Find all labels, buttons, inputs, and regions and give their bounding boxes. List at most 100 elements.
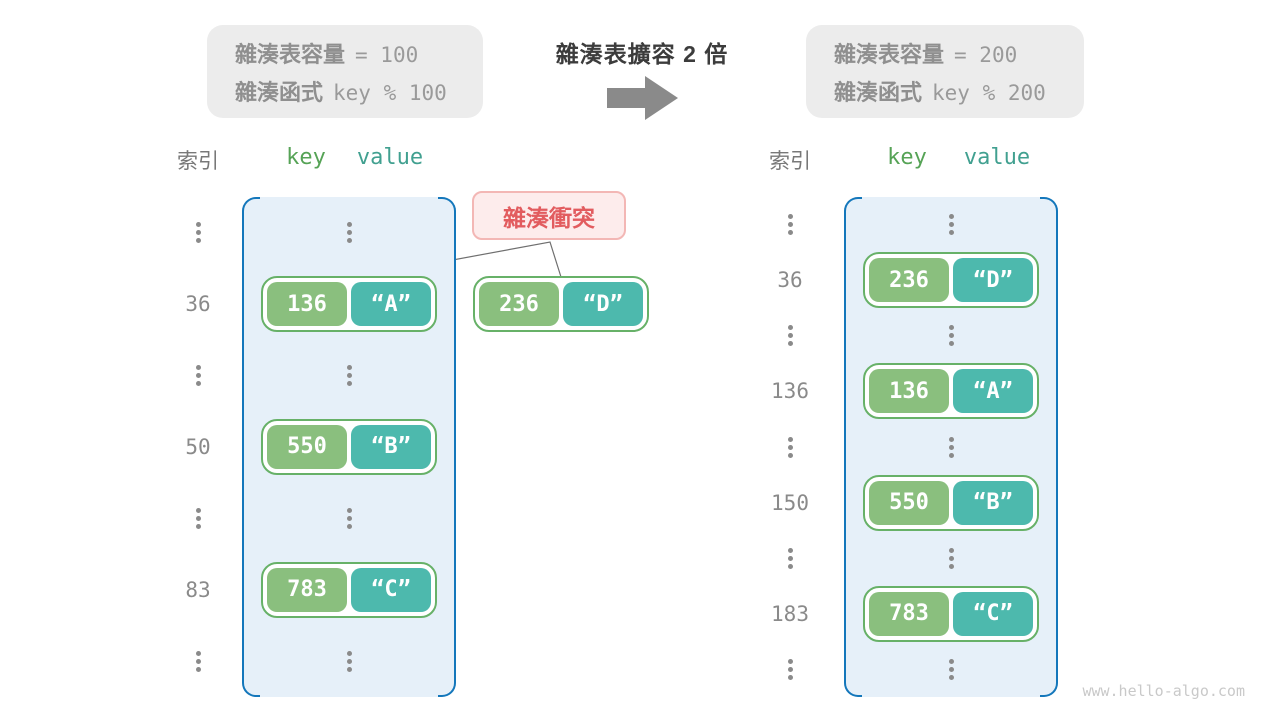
pair-key-cell: 550 <box>267 424 347 469</box>
index-row: 50 <box>160 411 236 482</box>
pair-key-cell: 550 <box>869 480 949 525</box>
ellipsis-icon <box>948 555 954 561</box>
capacity-label: 雜湊表容量 <box>235 41 346 67</box>
table-row <box>844 197 1058 252</box>
index-label: 36 <box>185 292 211 317</box>
table-row: 550“B” <box>844 474 1058 531</box>
index-header: 索引 <box>769 150 811 173</box>
table-row <box>242 483 456 554</box>
index-row: 83 <box>160 554 236 625</box>
table-row <box>242 340 456 411</box>
table-row <box>844 419 1058 474</box>
capacity-value: = 200 <box>954 42 1018 67</box>
ellipsis-icon <box>787 444 793 450</box>
ellipsis-icon <box>948 666 954 672</box>
ellipsis-icon <box>346 658 352 664</box>
index-row: 36 <box>748 253 832 309</box>
ellipsis-icon <box>195 230 201 236</box>
index-row <box>160 340 236 411</box>
key-header: key <box>286 145 326 170</box>
index-row <box>748 419 832 475</box>
kv-pair: 136“A” <box>261 276 437 333</box>
hash-fn-label: 雜湊函式 <box>834 79 923 105</box>
index-row <box>748 530 832 586</box>
index-row: 150 <box>748 475 832 531</box>
capacity-value: = 100 <box>355 42 419 67</box>
hash-fn-value: key % 100 <box>333 80 447 105</box>
index-label: 183 <box>771 601 809 626</box>
table-row <box>242 626 456 697</box>
pair-value-cell: “A” <box>953 369 1033 414</box>
diagram-title: 雜湊表擴容 2 倍 <box>555 41 729 67</box>
pair-key-cell: 783 <box>869 591 949 636</box>
capacity-line: 雜湊表容量 = 100 <box>235 37 483 69</box>
table-row <box>844 308 1058 363</box>
pair-key-cell: 236 <box>869 258 949 303</box>
key-header: key <box>887 145 927 170</box>
pair-key-cell: 783 <box>267 567 347 612</box>
index-row: 36 <box>160 268 236 339</box>
kv-pair: 236“D” <box>863 252 1039 309</box>
index-label: 83 <box>185 577 211 602</box>
index-row: 136 <box>748 364 832 420</box>
kv-pair: 136“A” <box>863 363 1039 420</box>
capacity-box-before: 雜湊表容量 = 100 雜湊函式 key % 100 <box>207 25 483 118</box>
capacity-box-after: 雜湊表容量 = 200 雜湊函式 key % 200 <box>806 25 1084 118</box>
expand-arrow-icon <box>607 76 678 120</box>
ellipsis-icon <box>948 333 954 339</box>
ellipsis-icon <box>948 222 954 228</box>
index-row <box>748 308 832 364</box>
left-index-column: 36 50 83 <box>160 197 236 697</box>
pair-value-cell: “C” <box>953 591 1033 636</box>
pair-key-cell: 136 <box>267 282 347 327</box>
index-row <box>160 626 236 697</box>
index-label: 136 <box>771 379 809 404</box>
kv-pair: 783“C” <box>261 561 437 618</box>
pair-value-cell: “A” <box>351 282 431 327</box>
ellipsis-icon <box>195 373 201 379</box>
pair-key-cell: 136 <box>869 369 949 414</box>
capacity-label: 雜湊表容量 <box>834 41 945 67</box>
table-row: 236“D” <box>844 252 1058 309</box>
left-bucket: 136“A” 550“B” 783“C” <box>242 197 456 697</box>
value-header: value <box>963 145 1031 170</box>
kv-pair: 783“C” <box>863 585 1039 642</box>
ellipsis-icon <box>346 515 352 521</box>
hash-fn-line: 雜湊函式 key % 200 <box>834 75 1084 107</box>
ellipsis-icon <box>195 515 201 521</box>
index-label: 150 <box>771 490 809 515</box>
ellipsis-icon <box>346 230 352 236</box>
watermark: www.hello-algo.com <box>1082 682 1245 700</box>
index-row <box>160 197 236 268</box>
index-label: 36 <box>777 268 803 293</box>
index-row: 183 <box>748 586 832 642</box>
pair-value-cell: “D” <box>563 282 643 326</box>
table-row: 136“A” <box>844 363 1058 420</box>
ellipsis-icon <box>195 658 201 664</box>
table-row <box>844 642 1058 697</box>
index-row <box>748 642 832 698</box>
hash-fn-line: 雜湊函式 key % 100 <box>235 75 483 107</box>
index-row <box>160 483 236 554</box>
kv-pair-floating: 236 “D” <box>473 276 649 332</box>
ellipsis-icon <box>787 666 793 672</box>
pair-key-cell: 236 <box>479 282 559 326</box>
kv-pair: 550“B” <box>863 474 1039 531</box>
table-row: 783“C” <box>242 554 456 625</box>
table-row: 550“B” <box>242 411 456 482</box>
right-index-column: 36 136 150 183 <box>748 197 832 697</box>
ellipsis-icon <box>948 444 954 450</box>
hash-fn-value: key % 200 <box>932 80 1046 105</box>
table-row <box>844 531 1058 586</box>
ellipsis-icon <box>787 555 793 561</box>
index-row <box>748 197 832 253</box>
ellipsis-icon <box>787 222 793 228</box>
capacity-line: 雜湊表容量 = 200 <box>834 37 1084 69</box>
floating-pair-anchor: 236 “D” <box>473 276 649 332</box>
table-row: 136“A” <box>242 268 456 339</box>
hash-fn-label: 雜湊函式 <box>235 79 324 105</box>
pair-value-cell: “B” <box>351 424 431 469</box>
collision-label: 雜湊衝突 <box>472 191 626 240</box>
